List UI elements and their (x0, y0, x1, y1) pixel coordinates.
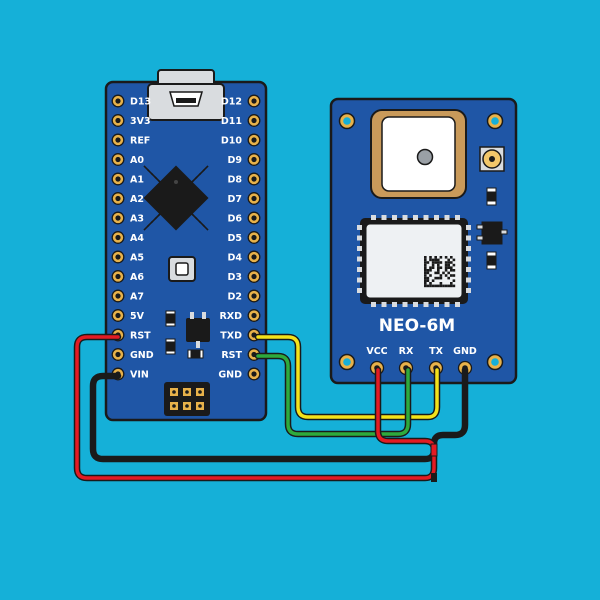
left-pin-label: A6 (130, 272, 144, 283)
wires (73, 333, 469, 482)
left-pin-5v: 5V (111, 309, 145, 322)
gps-pin-label: VCC (366, 346, 387, 357)
right-pin-d3: D3 (228, 270, 261, 283)
left-pin-label: A7 (130, 292, 144, 303)
left-pin-label: A3 (130, 214, 144, 225)
right-pin-label: D9 (228, 155, 243, 166)
neo6m-chip (357, 215, 471, 307)
microcontroller-chip (143, 165, 209, 231)
right-pin-d8: D8 (228, 172, 261, 186)
right-pin-label: D11 (221, 116, 242, 127)
left-pin-3v3: 3V3 (111, 114, 151, 127)
wire-yellow-rxd-to-tx (254, 333, 441, 421)
right-pin-label: TXD (220, 331, 242, 342)
right-pin-label: RXD (219, 311, 242, 322)
module-title: NEO-6M (379, 316, 455, 336)
wire-green-txd-to-rx (254, 352, 412, 438)
left-pin-a7: A7 (111, 289, 144, 303)
right-pin-rxd: RXD (219, 309, 261, 322)
left-pin-label: VIN (130, 370, 149, 381)
right-pin-label: GND (218, 370, 242, 381)
right-pin-d11: D11 (221, 114, 261, 127)
gps-pin-label: GND (453, 346, 477, 357)
right-pin-d12: D12 (221, 94, 261, 108)
right-pin-label: D6 (228, 214, 243, 225)
right-pin-label: D12 (221, 97, 242, 108)
icsp-header (164, 382, 210, 416)
right-pin-label: RST (221, 350, 242, 361)
wire-connector-ends (430, 443, 438, 482)
left-pin-a0: A0 (111, 153, 144, 166)
left-pin-label: A2 (130, 194, 144, 205)
patch-antenna (370, 109, 467, 199)
gps-pin-label: RX (399, 346, 414, 357)
neo6m-gps-module: NEO-6M VCC RX TX GND (329, 97, 518, 385)
datamatrix-code (424, 256, 456, 288)
right-pin-d4: D4 (228, 250, 261, 264)
right-pin-label: D5 (228, 233, 243, 244)
regulator-chip (186, 312, 210, 348)
right-pin-label: D4 (228, 253, 243, 264)
left-pin-label: A5 (130, 253, 144, 264)
left-pin-label: A0 (130, 155, 144, 166)
left-pin-label: 5V (130, 311, 145, 322)
reset-button (168, 256, 196, 282)
left-pin-label: D13 (130, 97, 151, 108)
left-pin-a3: A3 (111, 211, 144, 225)
left-pin-label: RST (130, 331, 151, 342)
left-pin-a4: A4 (111, 231, 144, 244)
right-pin-label: D2 (228, 292, 243, 303)
right-pin-txd: TXD (220, 328, 261, 342)
left-pin-ref: REF (111, 133, 150, 147)
left-pin-a2: A2 (111, 192, 144, 205)
mounting-holes (338, 112, 504, 371)
left-pin-label: 3V3 (130, 116, 151, 127)
usb-connector (147, 69, 225, 121)
gps-smd-components (476, 187, 508, 270)
left-pin-a6: A6 (111, 270, 144, 283)
gps-pin-label: TX (429, 346, 443, 357)
smd-components (165, 310, 204, 359)
left-pin-label: A4 (130, 233, 144, 244)
ufl-antenna-connector (479, 146, 505, 172)
right-pin-label: D10 (221, 136, 242, 147)
left-pin-a5: A5 (111, 250, 144, 264)
right-pin-label: D8 (228, 175, 243, 186)
right-pin-d2: D2 (228, 289, 261, 303)
right-pin-d6: D6 (228, 211, 261, 225)
left-pin-gnd: GND (111, 348, 154, 361)
right-pin-rst: RST (221, 348, 261, 361)
left-pin-label: REF (130, 136, 150, 147)
left-pin-label: A1 (130, 175, 144, 186)
right-pin-d7: D7 (228, 192, 261, 205)
left-pin-label: GND (130, 350, 154, 361)
right-pin-label: D7 (228, 194, 243, 205)
right-pin-d10: D10 (221, 133, 261, 147)
left-pin-d13: D13 (111, 94, 151, 108)
right-pin-label: D3 (228, 272, 243, 283)
right-pin-d5: D5 (228, 231, 261, 244)
left-pin-a1: A1 (111, 172, 144, 186)
right-pin-d9: D9 (228, 153, 261, 166)
right-pin-gnd: GND (218, 367, 261, 381)
